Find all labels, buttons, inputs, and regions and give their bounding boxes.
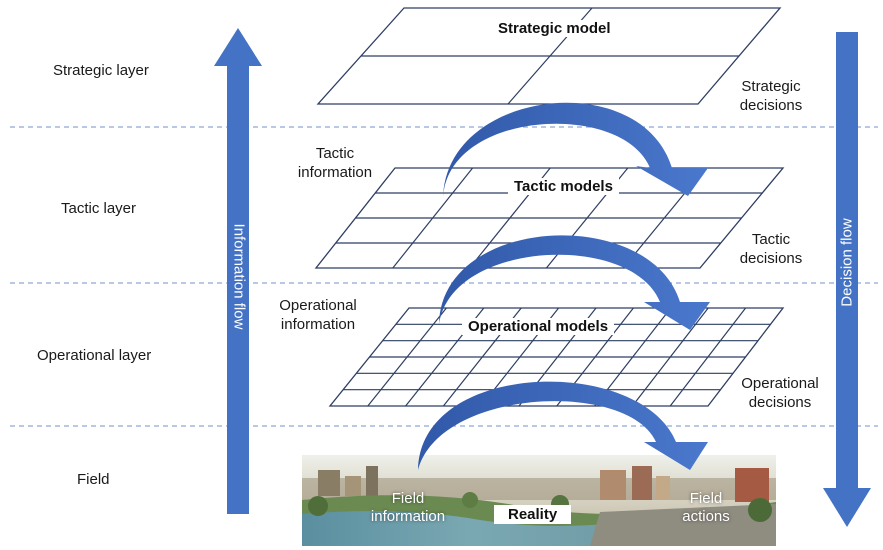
operational-information-line1: Operational xyxy=(279,297,357,314)
operational-information-line2: information xyxy=(280,316,356,333)
tactic-information-label: Tactic information xyxy=(282,144,388,182)
strategic-decisions-label: Strategic decisions xyxy=(718,77,824,115)
information-flow-label: Information flow xyxy=(230,223,248,330)
reality-photo xyxy=(302,455,776,546)
operational-plane xyxy=(328,307,785,407)
strategic-layer-label: Strategic layer xyxy=(53,62,149,79)
operational-decisions-line1: Operational xyxy=(741,375,819,392)
curved-arrows xyxy=(394,102,710,470)
tactic-information-line2: information xyxy=(297,164,373,181)
field-actions-line1: Field xyxy=(689,490,723,507)
field-layer-label: Field xyxy=(77,471,110,488)
operational-models-title: Operational models xyxy=(462,318,615,335)
field-information-line1: Field xyxy=(391,490,425,507)
operational-layer-label: Operational layer xyxy=(37,347,152,364)
information-flow-arrow xyxy=(214,28,262,514)
tactic-decisions-label: Tactic decisions xyxy=(718,230,824,268)
tactic-decisions-line2: decisions xyxy=(739,250,803,267)
strategic-plane xyxy=(316,7,782,105)
tactic-curved-arrow xyxy=(417,235,710,330)
decision-flow-label: Decision flow xyxy=(838,218,856,307)
reality-label: Reality xyxy=(494,505,572,524)
operational-information-label: Operational information xyxy=(262,296,374,334)
operational-decisions-line2: decisions xyxy=(748,394,812,411)
strategic-decisions-line1: Strategic xyxy=(741,78,801,95)
tactic-layer-label: Tactic layer xyxy=(61,200,137,217)
planes xyxy=(314,7,785,407)
strategic-model-title: Strategic model xyxy=(492,20,617,37)
strategic-decisions-line2: decisions xyxy=(739,97,803,114)
operational-decisions-label: Operational decisions xyxy=(720,374,840,412)
field-information-label: Field information xyxy=(356,490,460,526)
operational-curved-arrow xyxy=(394,381,708,470)
strategic-curved-arrow xyxy=(422,102,708,200)
field-actions-label: Field actions xyxy=(668,490,744,526)
tactic-information-line1: Tactic xyxy=(315,145,355,162)
decision-flow-arrow xyxy=(823,32,871,527)
tactic-models-title: Tactic models xyxy=(508,178,619,195)
field-actions-line2: actions xyxy=(682,508,730,525)
tactic-decisions-line1: Tactic xyxy=(751,231,791,248)
field-information-line2: information xyxy=(370,508,446,525)
